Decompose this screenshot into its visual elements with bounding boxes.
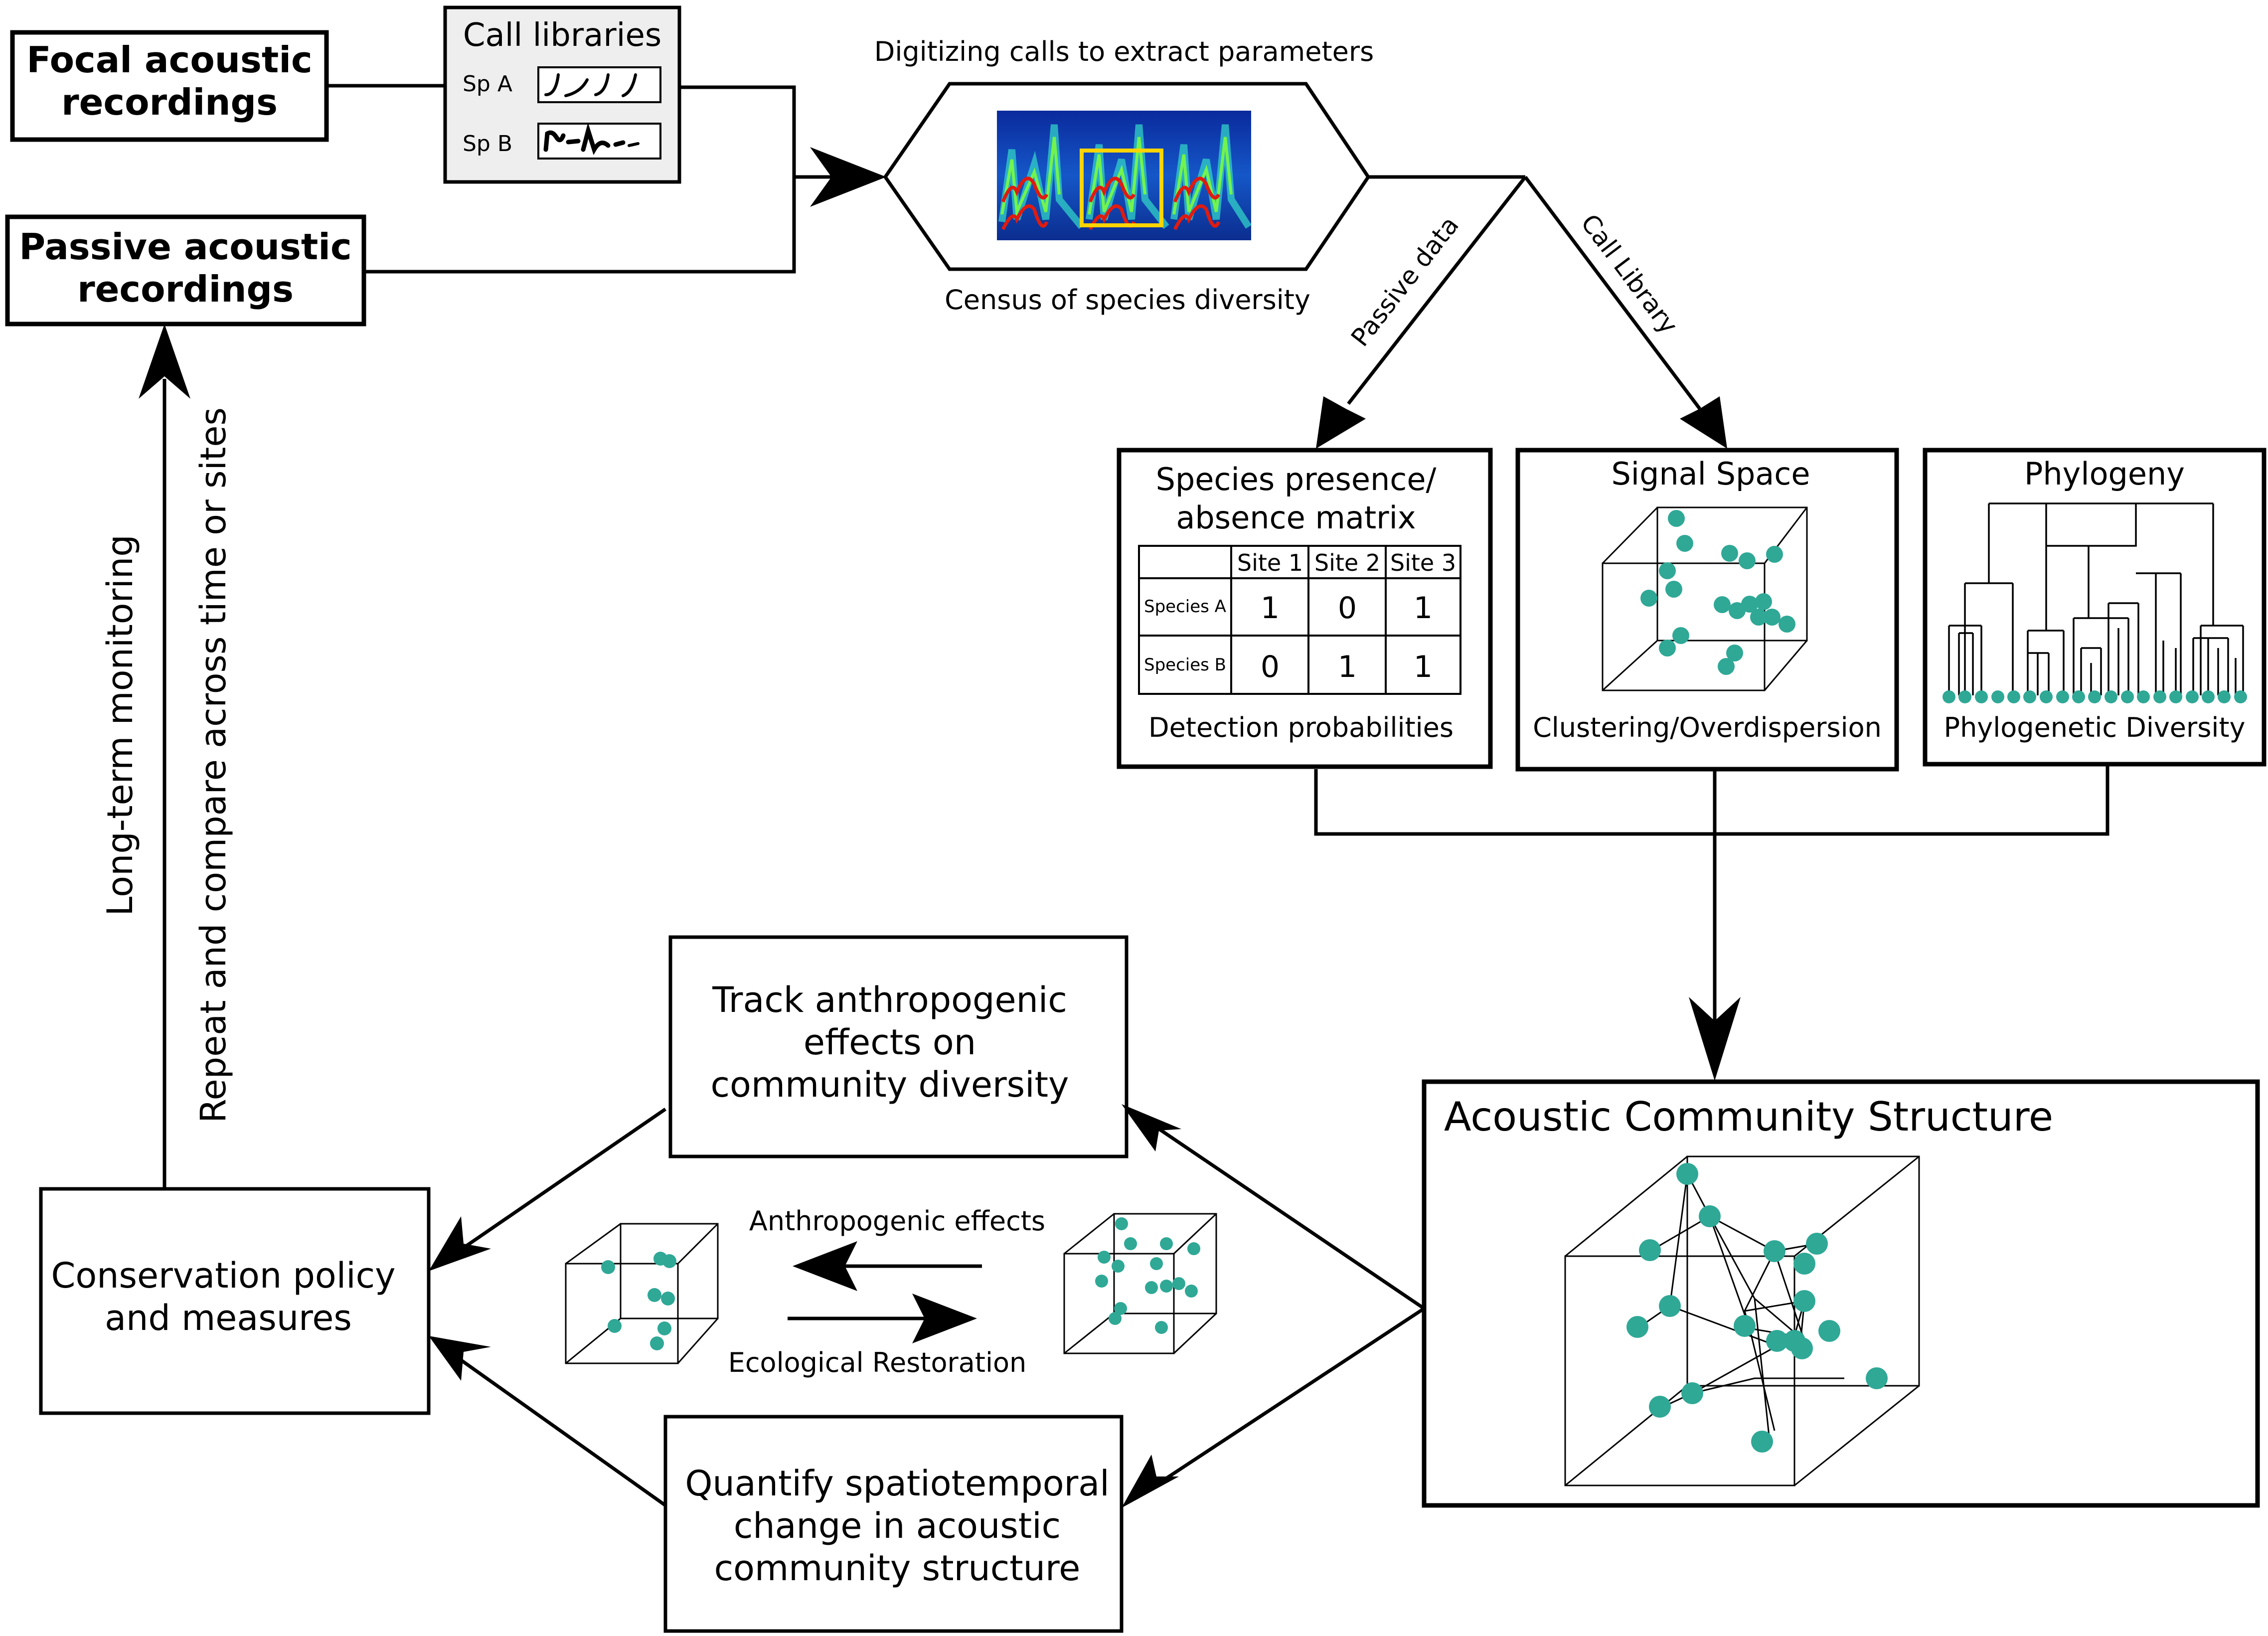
matrix-cell-a-site-3: 1 [1414, 591, 1433, 626]
high-diversity-cube [1063, 1213, 1217, 1354]
matrix-cell-b-site-2: 1 [1338, 650, 1357, 684]
track-line1: Track anthropogenic [712, 980, 1067, 1020]
presence-matrix-caption: Detection probabilities [1148, 712, 1454, 743]
focal-label-line2: recordings [61, 81, 278, 123]
signal-space-box: Signal Space Clusterin [1515, 448, 1899, 772]
anthropogenic-effects-label: Anthropogenic effects [749, 1205, 1045, 1237]
call-library-row-sp-a: Sp A [463, 71, 512, 97]
arrowhead-into-digitizing [810, 147, 886, 207]
merge-connector [1314, 764, 2109, 1081]
community-cube [1564, 1155, 1920, 1486]
sp-b-call-glyph [543, 122, 640, 155]
acoustic-community-title: Acoustic Community Structure [1444, 1094, 2053, 1140]
spectrogram-image [997, 111, 1252, 240]
conservation-line1: Conservation policy [51, 1255, 395, 1296]
track-line2: effects on [804, 1022, 976, 1063]
signal-space-title: Signal Space [1611, 456, 1810, 492]
call-library-arrow-label: Call Library [1575, 209, 1683, 339]
presence-matrix-box: Species presence/ absence matrix Site 1 … [1117, 448, 1493, 769]
focal-label-line1: Focal acoustic [26, 39, 312, 81]
track-anthropogenic-box: Track anthropogenic effects on community… [668, 935, 1129, 1158]
passive-recordings-box: Passive acoustic recordings [5, 214, 366, 327]
focal-recordings-box: Focal acoustic recordings [10, 30, 329, 142]
matrix-cell-b-site-3: 1 [1414, 650, 1433, 684]
digitizing-bottom-label: Census of species diversity [945, 284, 1310, 316]
matrix-cell-a-site-1: 1 [1261, 591, 1280, 626]
matrix-row-species-b: Species B [1144, 655, 1226, 675]
phylogeny-tip-points [1943, 690, 2247, 703]
quantify-line3: community structure [714, 1548, 1081, 1589]
call-libraries-title: Call libraries [463, 17, 661, 54]
signal-space-cube [1602, 506, 1808, 691]
phylogeny-box: Phylogeny [1923, 448, 2267, 767]
conservation-policy-box: Conservation policy and measures [39, 1187, 431, 1415]
passive-label-line1: Passive acoustic [19, 226, 351, 268]
community-output-arrows [1122, 1104, 1425, 1508]
spectrogram-highlight-box [1080, 149, 1163, 227]
passive-label-line2: recordings [77, 268, 294, 310]
signal-space-points [1640, 510, 1795, 675]
community-network-nodes [1626, 1163, 1888, 1453]
conservation-line2: and measures [105, 1298, 352, 1338]
phylogeny-caption: Phylogenetic Diversity [1944, 712, 2246, 743]
quantify-change-box: Quantify spatiotemporal change in acoust… [663, 1415, 1124, 1633]
quantify-line2: change in acoustic [734, 1505, 1061, 1546]
call-libraries-box: Call libraries Sp A Sp B [443, 5, 681, 184]
presence-matrix-table [1138, 545, 1461, 695]
repeat-compare-label: Repeat and compare across time or sites [193, 407, 234, 1123]
acoustic-community-box: Acoustic Community Structure [1422, 1079, 2260, 1508]
long-term-monitoring-label: Long-term monitoring [100, 534, 141, 916]
matrix-column-site-3: Site 3 [1390, 549, 1456, 576]
presence-matrix-title-line1: Species presence/ [1156, 461, 1437, 497]
ecological-restoration-label: Ecological Restoration [728, 1347, 1027, 1378]
conservation-input-arrows [429, 1108, 667, 1507]
phylogeny-tree [1948, 502, 2244, 695]
sp-a-call-glyph [544, 73, 637, 97]
matrix-column-site-2: Site 2 [1314, 549, 1380, 576]
split-arrows: Passive data Call Library [1316, 175, 1727, 449]
low-diversity-cube [565, 1223, 719, 1364]
digitizing-hexagon: Digitizing calls to extract parameters C… [874, 36, 1374, 316]
matrix-column-site-1: Site 1 [1237, 549, 1303, 576]
input-connectors [326, 84, 886, 274]
phylogeny-title: Phylogeny [2024, 456, 2185, 492]
signal-space-caption: Clustering/Overdispersion [1533, 712, 1882, 743]
digitizing-top-label: Digitizing calls to extract parameters [874, 36, 1374, 67]
matrix-cell-a-site-2: 0 [1338, 591, 1357, 626]
monitoring-feedback-arrow: Long-term monitoring Repeat and compare … [100, 324, 234, 1189]
presence-matrix-title-line2: absence matrix [1176, 499, 1416, 536]
call-library-row-sp-b: Sp B [463, 131, 512, 157]
matrix-row-species-a: Species A [1144, 597, 1226, 617]
effect-arrows: Anthropogenic effects Ecological Restora… [728, 1205, 1045, 1378]
track-line3: community diversity [711, 1064, 1069, 1105]
quantify-line1: Quantify spatiotemporal [685, 1463, 1109, 1504]
matrix-cell-b-site-1: 0 [1261, 650, 1280, 684]
